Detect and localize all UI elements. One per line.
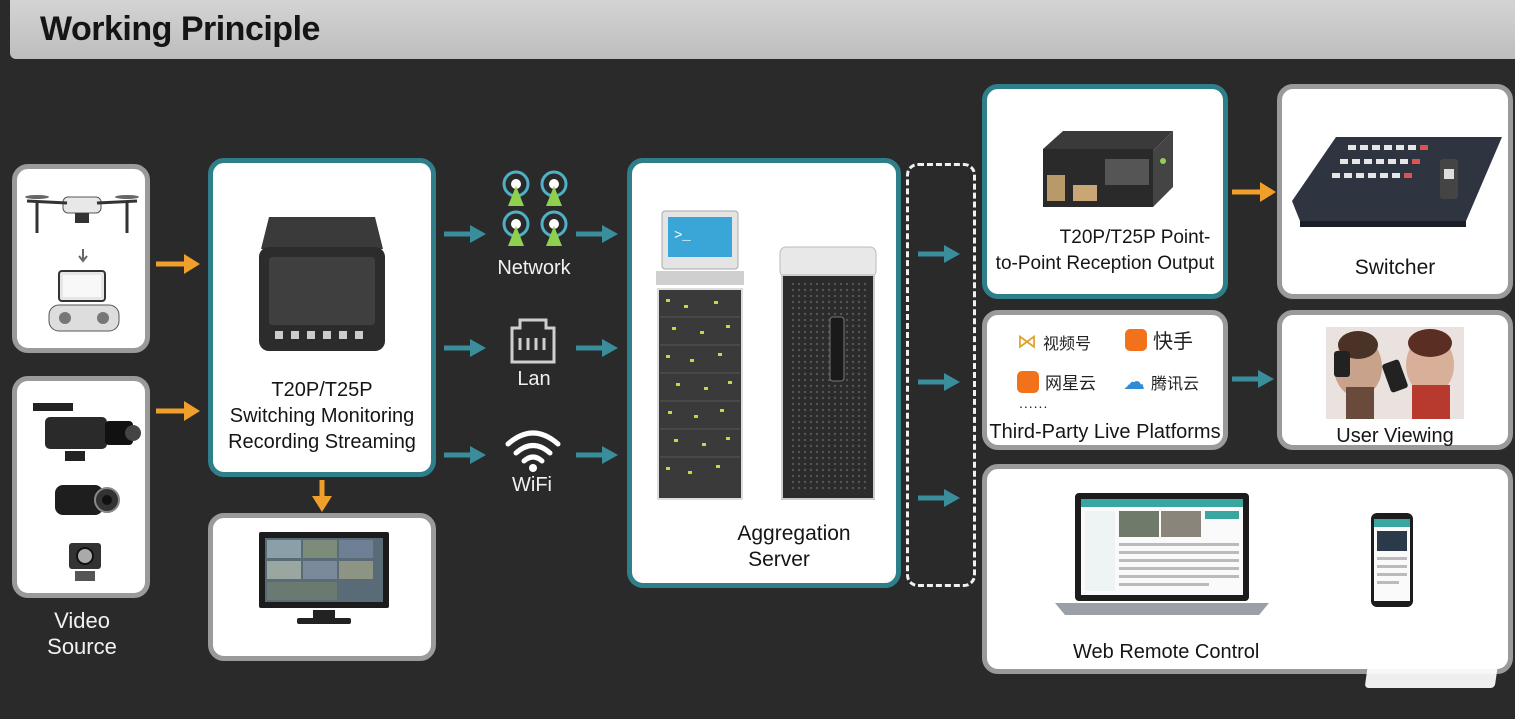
handycam-icon [55,485,120,515]
encoder-device-box: T20P/T25P Switching Monitoring Recording… [208,158,436,477]
svg-text:>_: >_ [674,228,691,244]
people-with-phones-icon [1326,327,1464,419]
drone-source-box [12,164,150,353]
video-source-label: Video Source [47,608,117,659]
lan-label: Lan [517,368,551,390]
p2p-reception-box: T20P/T25P Point- to-Point Reception Outp… [982,84,1228,299]
wangxingyun-logo-icon [1017,370,1039,393]
platform-tencent-cloud: ☁ 腾讯云 [1123,369,1199,395]
arrow-device-to-lan [444,339,486,357]
encoder-device-label: T20P/T25P Switching Monitoring Recording… [228,379,416,453]
camcorder-icon [33,403,141,461]
web-remote-control-box: Web Remote Control [982,464,1513,674]
smartphone-icon [1371,513,1413,607]
arrow-device-to-network [444,225,486,243]
drone-icon [25,195,139,233]
switcher-label: Switcher [1354,256,1436,279]
aggregation-server-box: >_ Aggregation Server [627,158,901,588]
arrow-server-to-web [918,489,960,507]
tower-server-icon [779,246,877,500]
remote-controller-icon [48,270,120,332]
platform-channels: ⋈ 视频号 [1017,329,1091,354]
network-label: Network [497,257,571,279]
arrow-wifi-to-server [576,446,618,464]
arrow-drone-to-device [156,254,200,274]
live-platforms-label: Third-Party Live Platforms [989,421,1221,443]
live-platforms-box: ⋈ 视频号 快手 网星云 ☁ 腾讯云 ...... Third-Party Li… [982,310,1228,450]
channels-logo-icon: ⋈ [1017,331,1037,353]
wifi-label: WiFi [512,474,552,496]
platform-wangxingyun: 网星云 [1017,369,1096,394]
arrow-device-to-wifi [444,446,486,464]
laptop-icon [1055,493,1269,615]
arrow-lan-to-server [576,339,618,357]
monitor-box [208,513,436,661]
camera-source-box [12,376,150,598]
tencent-cloud-logo-icon: ☁ [1123,369,1145,394]
platform-channels-name: 视频号 [1043,335,1092,353]
page-title: Working Principle [40,10,320,48]
wifi-icon [505,430,561,472]
user-viewing-label: User Viewing [1336,425,1454,447]
platform-tencent-cloud-name: 腾讯云 [1151,376,1200,393]
arrow-camera-to-device [156,401,200,421]
down-arrow-icon [78,249,88,263]
platforms-ellipsis: ...... [1019,395,1049,411]
distribution-group [906,163,976,587]
aggregation-server-label: Aggregation Server [737,522,851,571]
cellular-tower-icon [502,170,568,246]
switcher-box: Switcher [1277,84,1513,299]
ethernet-port-icon [510,318,556,364]
platform-kuaishou-name: 快手 [1153,331,1193,353]
watermark-logo [1364,640,1502,688]
platform-wangxingyun-name: 网星云 [1045,374,1096,393]
arrow-network-to-server [576,225,618,243]
title-bar: Working Principle [10,0,1515,59]
web-remote-control-label: Web Remote Control [1073,641,1260,663]
arrow-platforms-to-viewers [1232,370,1274,388]
action-camera-icon [69,543,101,581]
decoder-device-icon [1043,131,1173,207]
arrow-server-to-platforms [918,373,960,391]
platform-kuaishou: 快手 [1125,325,1193,354]
encoder-device-icon [259,217,385,351]
video-switcher-icon [1292,137,1502,227]
arrow-server-to-p2p [918,245,960,263]
kuaishou-logo-icon [1125,328,1147,351]
arrow-device-to-monitor [312,480,332,512]
monitor-icon [259,532,389,624]
rack-server-icon: >_ [656,210,744,500]
arrow-p2p-to-switcher [1232,182,1276,202]
user-viewing-box: User Viewing [1277,310,1513,450]
p2p-reception-label: T20P/T25P Point- to-Point Reception Outp… [995,227,1215,274]
